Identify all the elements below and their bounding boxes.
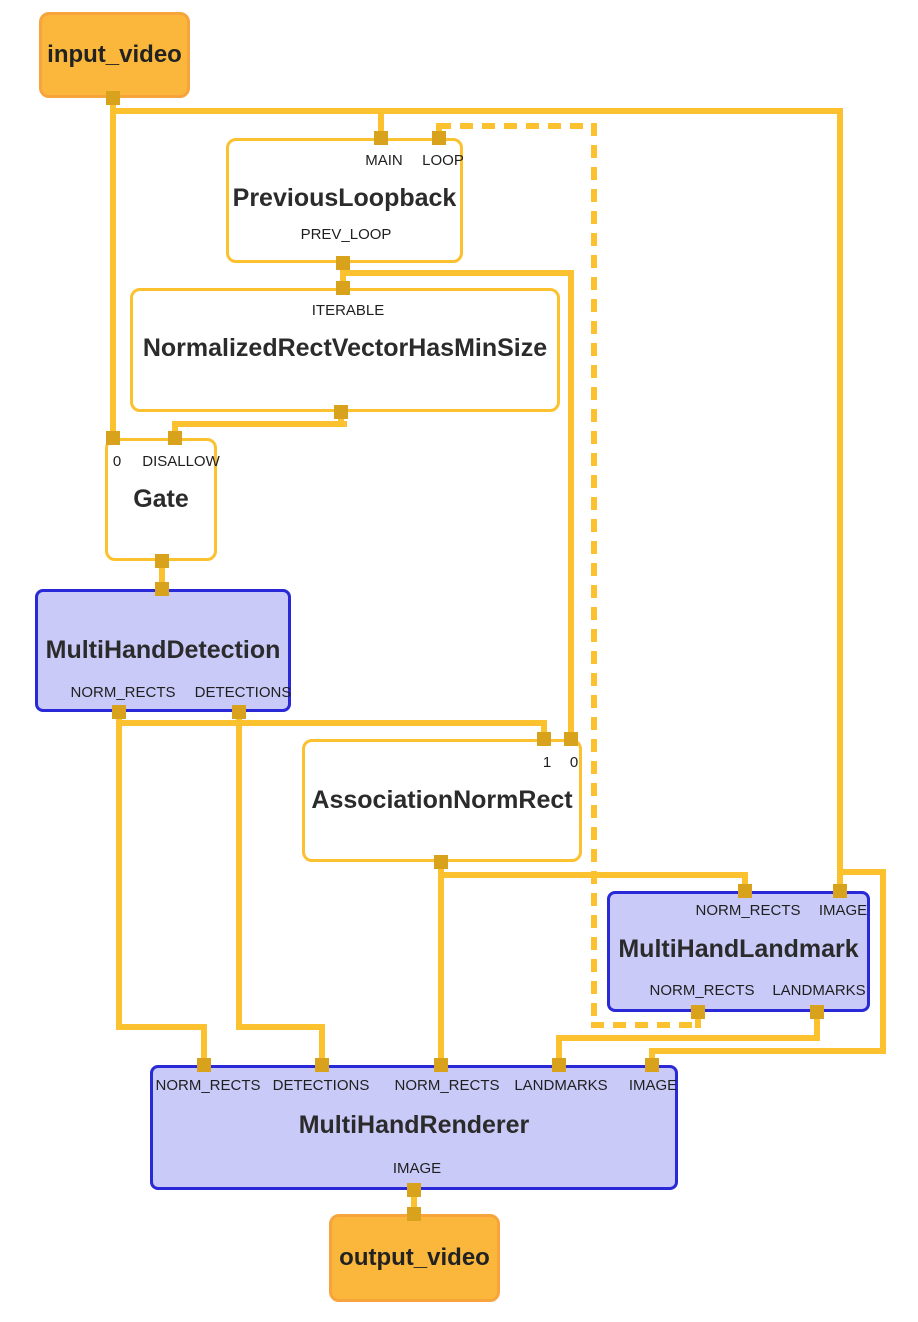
port-minsize-out[interactable]	[334, 405, 348, 419]
edge-prev-loop-to-assoc-0	[340, 270, 574, 276]
edge-detections-to-renderer	[236, 709, 242, 1030]
edge-input-video-to-gate	[110, 95, 116, 441]
edge-renderer-image-to-output-video	[411, 1187, 417, 1217]
port-label-image-in: IMAGE	[628, 1077, 678, 1094]
edge-assoc-to-renderer-norm-rects	[438, 859, 444, 1068]
node-multi-hand-landmark[interactable]: NORM_RECTS IMAGE MultiHandLandmark NORM_…	[607, 891, 870, 1012]
edge-detection-norm-rects-to-renderer	[201, 1024, 207, 1068]
port-assoc-0[interactable]	[564, 732, 578, 746]
edge-detections-to-renderer	[236, 1024, 325, 1030]
edge-assoc-to-landmark-norm-rects	[438, 872, 748, 878]
port-detection-in[interactable]	[155, 582, 169, 596]
edge-input-video-to-renderer-image	[880, 869, 886, 1054]
port-label-iterable: ITERABLE	[311, 302, 385, 319]
node-title: MultiHandLandmark	[618, 935, 859, 963]
port-label-disallow: DISALLOW	[142, 453, 220, 470]
port-renderer-landmarks[interactable]	[552, 1058, 566, 1072]
port-renderer-norm-rects-1[interactable]	[197, 1058, 211, 1072]
port-renderer-norm-rects-2[interactable]	[434, 1058, 448, 1072]
node-title: PreviousLoopback	[232, 184, 457, 212]
node-input-video[interactable]: input_video	[39, 12, 190, 98]
port-label-landmarks-out: LANDMARKS	[772, 982, 866, 999]
port-label-norm-rects-2: NORM_RECTS	[394, 1077, 500, 1094]
port-label-assoc-0: 0	[569, 754, 579, 771]
node-previous-loopback[interactable]: MAIN LOOP PreviousLoopback PREV_LOOP	[226, 138, 464, 263]
port-label-norm-rects-out: NORM_RECTS	[649, 982, 755, 999]
port-label-landmarks: LANDMARKS	[514, 1077, 608, 1094]
edge-landmark-norm-rects-to-loop	[438, 123, 597, 129]
node-gate[interactable]: 0 DISALLOW Gate	[105, 438, 220, 561]
port-landmark-image-in[interactable]	[833, 884, 847, 898]
port-detection-norm-rects-out[interactable]	[112, 705, 126, 719]
port-previous-loopback-prev-loop[interactable]	[336, 256, 350, 270]
port-landmark-landmarks-out[interactable]	[810, 1005, 824, 1019]
node-title: AssociationNormRect	[311, 786, 573, 814]
edge-landmarks-to-renderer	[556, 1035, 562, 1068]
node-title: Gate	[133, 485, 189, 513]
edge-input-video-to-renderer-image	[649, 1048, 886, 1054]
edge-input-video-main-bus	[110, 108, 843, 114]
port-label-prev-loop: PREV_LOOP	[300, 226, 392, 243]
edge-detection-norm-rects-to-assoc-1	[116, 720, 547, 726]
input-video-label: input_video	[47, 41, 182, 68]
port-landmark-norm-rects-in[interactable]	[738, 884, 752, 898]
node-title: MultiHandRenderer	[298, 1111, 530, 1139]
port-label-loop: LOOP	[422, 152, 464, 169]
port-label-detections-out: DETECTIONS	[194, 684, 292, 701]
node-multi-hand-renderer[interactable]: NORM_RECTS DETECTIONS NORM_RECTS LANDMAR…	[150, 1065, 678, 1190]
port-label-gate-0: 0	[112, 453, 122, 470]
port-minsize-iterable[interactable]	[336, 281, 350, 295]
port-label-image-in: IMAGE	[818, 902, 868, 919]
port-label-assoc-1: 1	[542, 754, 552, 771]
port-landmark-norm-rects-out[interactable]	[691, 1005, 705, 1019]
port-renderer-detections[interactable]	[315, 1058, 329, 1072]
edge-landmarks-to-renderer	[814, 1009, 820, 1041]
port-gate-0[interactable]	[106, 431, 120, 445]
edge-minsize-to-disallow	[172, 421, 347, 427]
port-input-video-out[interactable]	[106, 91, 120, 105]
port-label-image-out: IMAGE	[392, 1160, 442, 1177]
node-association-norm-rect[interactable]: 1 0 AssociationNormRect	[302, 739, 582, 862]
port-label-detections: DETECTIONS	[272, 1077, 370, 1094]
port-assoc-1[interactable]	[537, 732, 551, 746]
port-assoc-out[interactable]	[434, 855, 448, 869]
edge-landmark-norm-rects-to-loop	[591, 123, 597, 1028]
output-video-label: output_video	[339, 1244, 490, 1271]
edge-landmarks-to-renderer	[556, 1035, 820, 1041]
edge-input-video-to-main	[378, 108, 384, 141]
node-normalized-rect-vector-has-min-size[interactable]: ITERABLE NormalizedRectVectorHasMinSize	[130, 288, 560, 412]
port-label-norm-rects-in: NORM_RECTS	[695, 902, 801, 919]
edge-gate-to-detection	[159, 558, 165, 592]
port-label-main: MAIN	[365, 152, 403, 169]
edge-input-video-to-renderer-image	[837, 869, 886, 875]
port-previous-loopback-main[interactable]	[374, 131, 388, 145]
port-gate-disallow[interactable]	[168, 431, 182, 445]
edge-prev-loop-to-assoc-0	[568, 270, 574, 743]
edge-input-video-to-landmark-image	[837, 108, 843, 894]
port-detection-detections-out[interactable]	[232, 705, 246, 719]
edge-detections-to-renderer	[319, 1024, 325, 1068]
node-title: MultiHandDetection	[45, 636, 281, 664]
port-output-video-in[interactable]	[407, 1207, 421, 1221]
port-label-norm-rects-1: NORM_RECTS	[155, 1077, 261, 1094]
node-title: NormalizedRectVectorHasMinSize	[142, 334, 548, 362]
port-label-norm-rects-out: NORM_RECTS	[70, 684, 176, 701]
edge-landmark-norm-rects-to-loop	[591, 1022, 701, 1028]
port-gate-out[interactable]	[155, 554, 169, 568]
edge-detection-norm-rects-to-renderer	[116, 1024, 207, 1030]
node-output-video[interactable]: output_video	[329, 1214, 500, 1302]
edge-detection-norm-rects-to-assoc-1	[541, 720, 547, 742]
edge-detection-norm-rects-to-renderer	[116, 709, 122, 1030]
node-multi-hand-detection[interactable]: MultiHandDetection NORM_RECTS DETECTIONS	[35, 589, 291, 712]
port-previous-loopback-loop[interactable]	[432, 131, 446, 145]
port-renderer-image-out[interactable]	[407, 1183, 421, 1197]
port-renderer-image-in[interactable]	[645, 1058, 659, 1072]
edge-assoc-to-landmark-norm-rects	[742, 872, 748, 894]
